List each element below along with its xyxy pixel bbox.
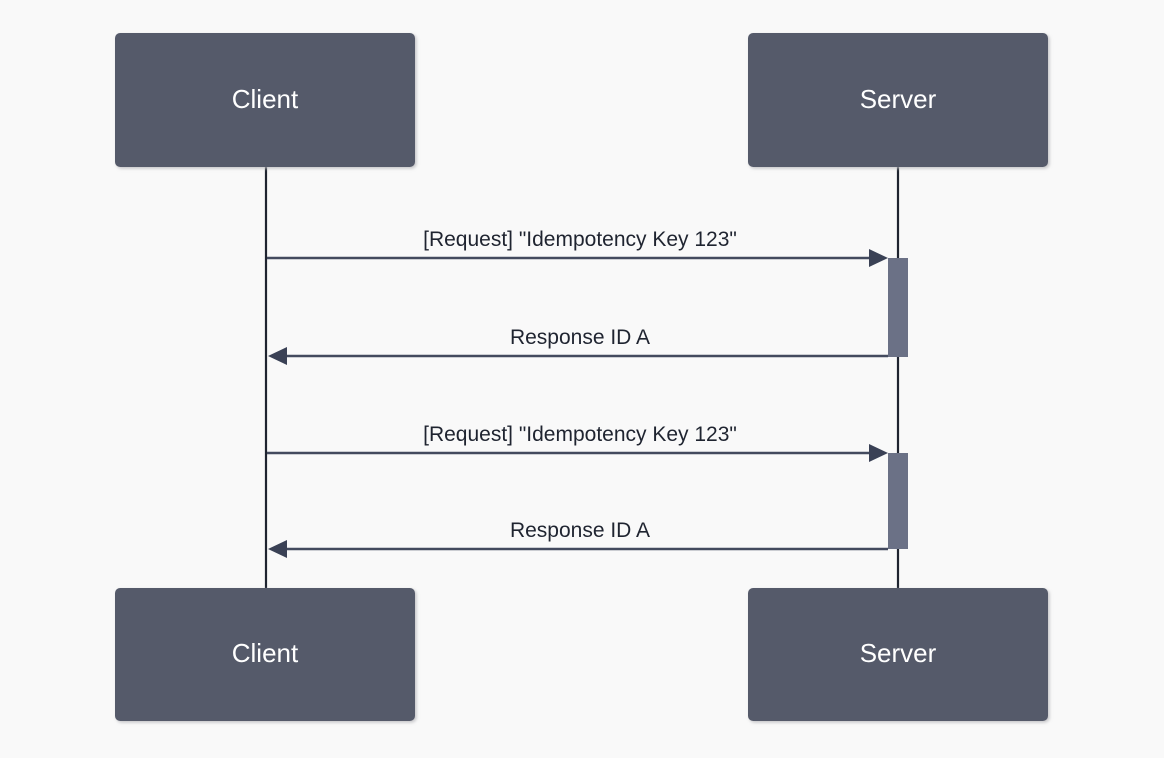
actor-box-server-top-rect (748, 33, 1048, 167)
message-3[interactable]: [Request] "Idempotency Key 123" (267, 423, 888, 462)
message-2[interactable]: Response ID A (268, 326, 888, 365)
message-1-arrowhead (869, 249, 888, 267)
actor-box-client-top-rect (115, 33, 415, 167)
message-1[interactable]: [Request] "Idempotency Key 123" (267, 228, 888, 267)
message-4-label: Response ID A (510, 519, 650, 542)
actor-box-server-bottom-label: Server (860, 638, 937, 668)
actor-box-server-top[interactable]: Server (748, 33, 1048, 167)
message-4-arrowhead (268, 540, 287, 558)
message-2-label: Response ID A (510, 326, 650, 349)
activation-bars (888, 258, 908, 549)
actor-box-client-bottom-label: Client (232, 638, 299, 668)
message-4[interactable]: Response ID A (268, 519, 888, 558)
message-1-label: [Request] "Idempotency Key 123" (423, 228, 737, 251)
actor-box-server-bottom[interactable]: Server (748, 588, 1048, 721)
actor-box-client-bottom-rect (115, 588, 415, 721)
message-3-label: [Request] "Idempotency Key 123" (423, 423, 737, 446)
actor-box-client-top[interactable]: Client (115, 33, 415, 167)
activation-bar-server-2 (888, 453, 908, 549)
actor-box-server-top-label: Server (860, 84, 937, 114)
message-3-arrowhead (869, 444, 888, 462)
activation-bar-server-1 (888, 258, 908, 357)
message-2-arrowhead (268, 347, 287, 365)
actor-box-server-bottom-rect (748, 588, 1048, 721)
actor-box-client-bottom[interactable]: Client (115, 588, 415, 721)
actor-box-client-top-label: Client (232, 84, 299, 114)
